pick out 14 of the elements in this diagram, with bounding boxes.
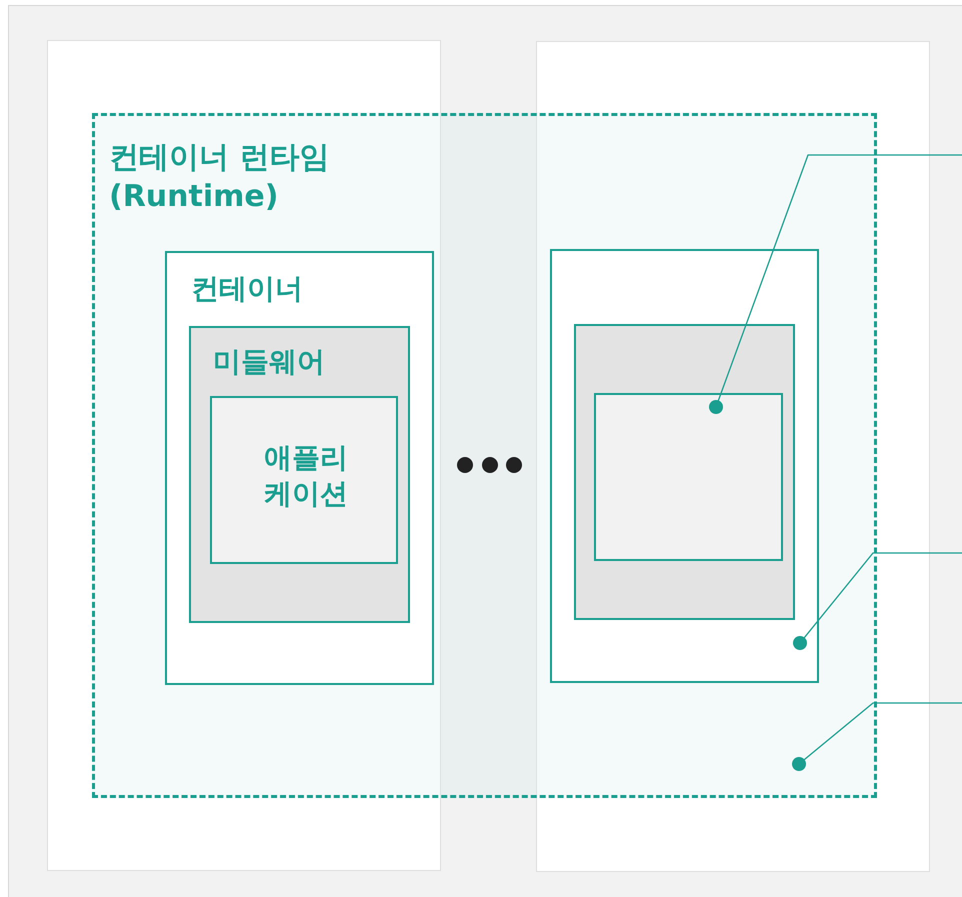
empty-box [594,393,783,561]
outlined-box [189,326,410,623]
empty-box [550,249,819,683]
leader-line [793,552,962,650]
leader-line [709,154,962,414]
leader-line [792,702,962,771]
dashed-frame [92,113,877,798]
box-label: 애플리 케이션 [263,440,349,512]
empty-box [574,324,795,620]
outlined-box [210,396,398,564]
box-label: 컨테이너 [191,271,303,307]
box-label: 미들웨어 [213,344,325,380]
box-label: 컨테이너 런타임 (Runtime) [109,139,330,216]
outlined-box [165,251,434,685]
